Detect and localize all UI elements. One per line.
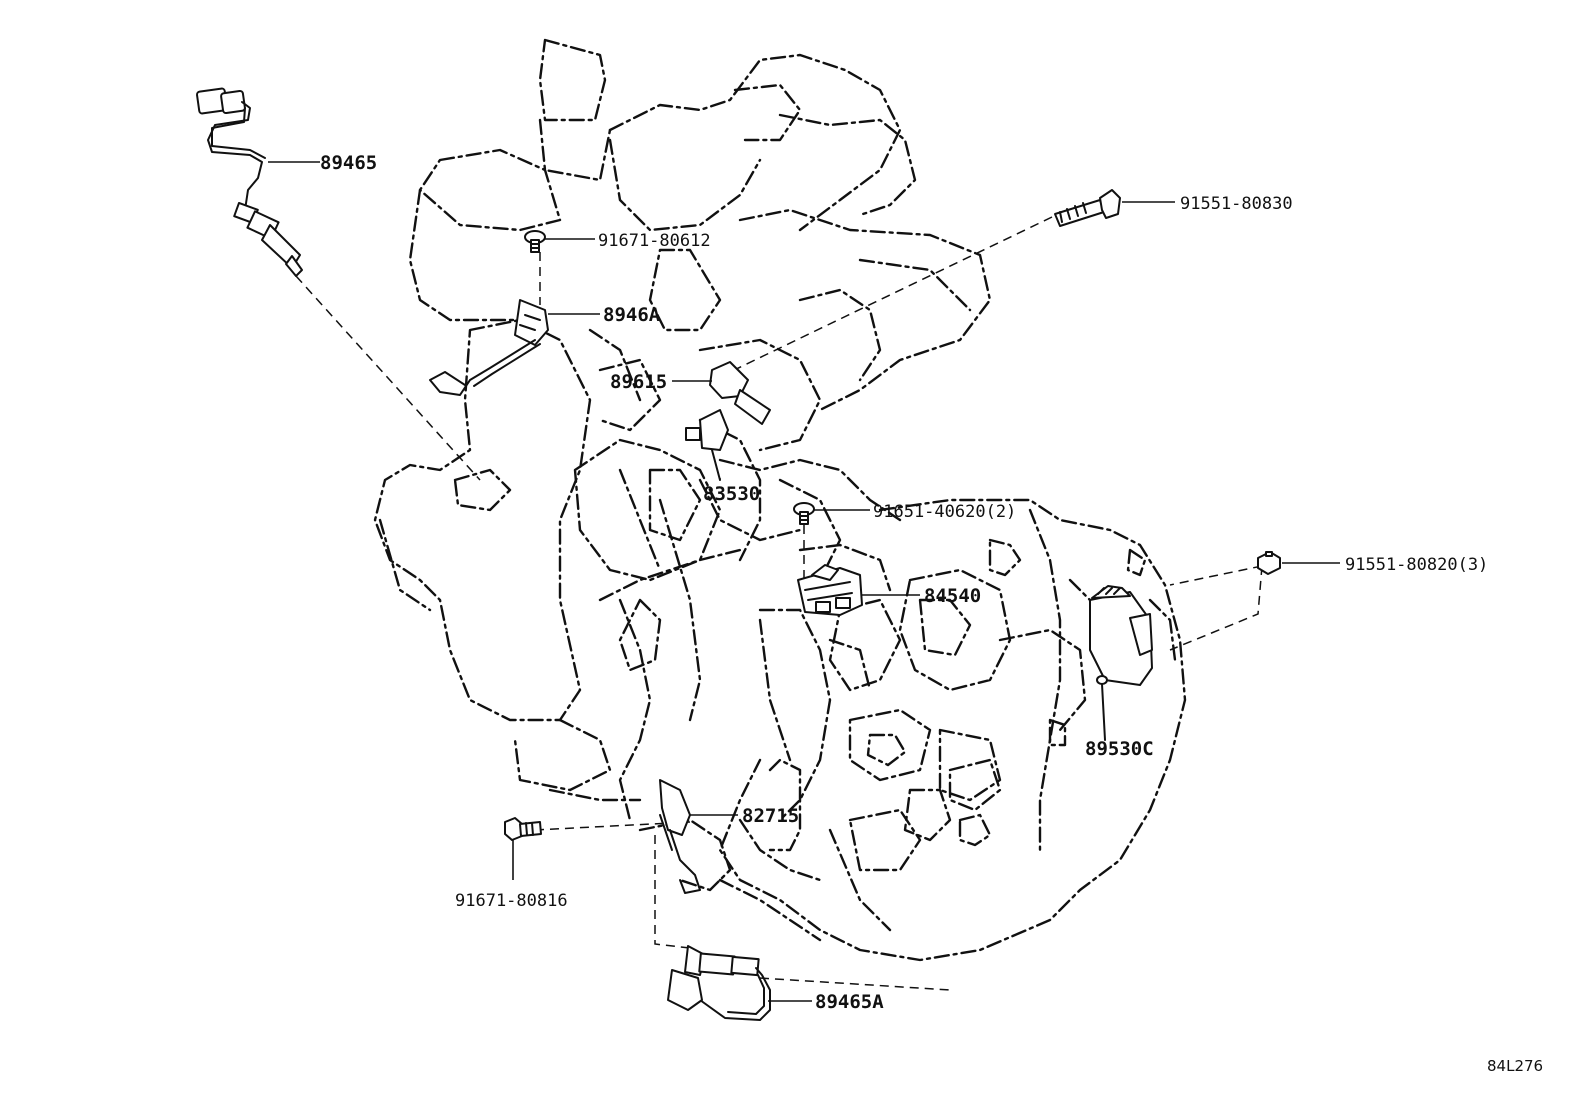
bolt-91551-80820[interactable]: [1257, 551, 1281, 575]
label-89615[interactable]: 89615: [610, 371, 667, 393]
switch-84540[interactable]: [797, 564, 863, 616]
bolt-91671-80816[interactable]: [504, 817, 542, 880]
diagram-code: 84L276: [1487, 1057, 1543, 1075]
label-91651-40620[interactable]: 91651-40620(2): [873, 502, 1016, 522]
label-84540[interactable]: 84540: [924, 585, 981, 607]
part-labels: 89465 91551-80830 91671-80612 8946A 8961…: [320, 152, 1543, 1075]
label-91671-80612[interactable]: 91671-80612: [598, 231, 711, 251]
oxygen-sensor-89465[interactable]: [195, 87, 303, 277]
bolt-91671-80612[interactable]: [524, 230, 546, 253]
switch-83530[interactable]: [685, 409, 729, 481]
assembly-lines: [295, 216, 1263, 991]
label-89465A[interactable]: 89465A: [815, 991, 884, 1013]
label-91551-80830[interactable]: 91551-80830: [1180, 194, 1293, 214]
leader-lines: [268, 161, 1340, 1002]
oxygen-sensor-89465A[interactable]: [667, 945, 771, 1021]
engine-outline: [373, 38, 1187, 962]
ecu-89530C[interactable]: [1089, 585, 1153, 741]
label-89465[interactable]: 89465: [320, 152, 377, 174]
label-8946A[interactable]: 8946A: [603, 304, 661, 326]
sensor-89615[interactable]: [709, 361, 771, 425]
bracket-82715[interactable]: [659, 779, 701, 894]
bolt-91651-40620[interactable]: [793, 502, 815, 525]
label-82715[interactable]: 82715: [742, 805, 799, 827]
label-91671-80816[interactable]: 91671-80816: [455, 891, 568, 911]
bolt-91551-80830[interactable]: [1054, 189, 1121, 227]
label-89530C[interactable]: 89530C: [1085, 738, 1154, 760]
label-83530[interactable]: 83530: [703, 483, 760, 505]
bracket-8946A[interactable]: [429, 299, 549, 396]
label-91551-80820[interactable]: 91551-80820(3): [1345, 555, 1488, 575]
